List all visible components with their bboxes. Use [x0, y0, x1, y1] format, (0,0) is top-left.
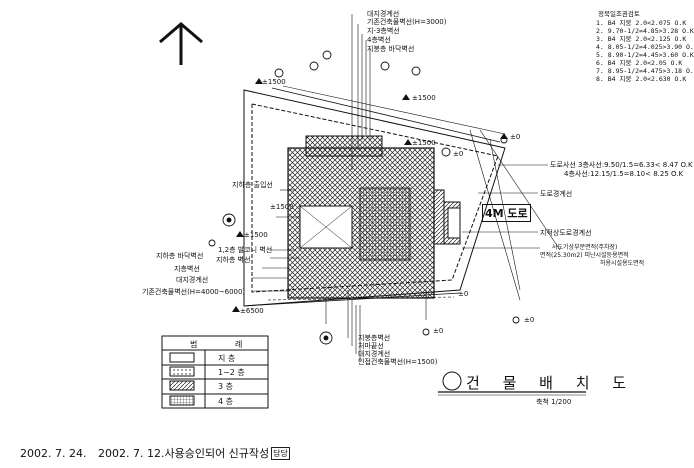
note-road-slant-2: 4층사선:12.15/1.5=8.10< 8.25 O.K: [564, 170, 684, 178]
note-site-boundary-left: 대지경계선: [176, 276, 209, 284]
revision-date-2: 2002. 7. 12.: [97, 447, 165, 460]
road-width-tag: 4M 도로: [482, 204, 531, 222]
note-basement-entry: 지하층 출입선: [232, 181, 273, 189]
legend-header-right: 례: [235, 340, 243, 349]
revision-text: 사용승인되어 신규작성: [164, 447, 270, 460]
north-arrow-icon: [159, 22, 203, 65]
note-adjacent-wall: 인접건축물벽선(H=1500): [358, 358, 438, 366]
title-underline: [438, 371, 586, 396]
elevation-label: ±6500: [240, 307, 264, 315]
approval-stamp: 담당: [271, 447, 290, 460]
note-balcony-wall: 1,2층 발코니 벽선: [218, 246, 273, 254]
elevation-label: ±1500: [270, 203, 294, 211]
legend-row-label: 1~2 층: [218, 368, 245, 377]
note-floor-4-wall: 4층벽선: [367, 36, 391, 44]
note-floor-3-wall: 지-3층벽선: [367, 27, 400, 35]
note-area-value: 면적(25.30m2) 피난시설등용면적: [540, 252, 629, 259]
note-roof-wall-bottom: 지붕층벽선: [358, 334, 391, 342]
note-site-boundary-bottom: 대지경계선: [358, 350, 391, 358]
elevation-label: ±0: [453, 150, 464, 158]
note-setback-line: 지적상도로경계선: [540, 229, 592, 237]
section-markers: [208, 50, 520, 345]
legend-row-label: 3 층: [218, 382, 233, 391]
elevation-label: ±0: [510, 133, 521, 141]
note-site-boundary-top: 대지경계선: [367, 10, 400, 18]
checklist-row-8: 8. B4 지붕 2.0<2.630 O.K: [596, 75, 687, 83]
legend-row-label: 4 층: [218, 397, 233, 406]
note-existing-wall-left: 기존건축물벽선(H=4000~6000): [142, 288, 246, 296]
note-basement-floor: 지하층 바닥벽선: [156, 252, 204, 260]
elevation-label: ±1500: [412, 139, 436, 147]
checklist-row-5: 5. 8.90-1/2=4.45>3.60 O.K: [596, 51, 694, 59]
checklist-row-6: 6. B4 지붕 2.0<2.05 O.K: [596, 59, 683, 67]
legend-header-left: 범: [190, 340, 198, 349]
note-road-boundary: 도로경계선: [540, 190, 573, 198]
elevation-label: ±0: [433, 327, 444, 335]
note-road-slant-1: 도로사선 3층사선:9.50/1.5=6.33< 8.47 O.K: [550, 161, 693, 169]
note-ground-floor-wall: 지층벽선: [174, 265, 200, 273]
note-basement-wall: 지하층 벽선: [216, 256, 251, 264]
elevation-label: ±1500: [412, 94, 436, 102]
elevation-label: ±0: [524, 316, 535, 324]
leader-lines: [252, 14, 561, 361]
drawing-scale: 축척 1/200: [536, 398, 572, 406]
legend-box: [161, 335, 269, 409]
note-roof-wall: 지붕층 바닥벽선: [367, 45, 415, 53]
elevation-markers: [232, 78, 508, 312]
checklist-row-3: 3. B4 지붕 2.0<2.125 O.K: [596, 35, 687, 43]
elevation-label: ±0: [458, 290, 469, 298]
note-eaves-line: 처마끝선: [358, 342, 384, 350]
elevation-label: ±1500: [262, 78, 286, 86]
note-parking-area: 사도기상부분면적(주차장): [552, 244, 618, 251]
elevation-label: ±1500: [244, 231, 268, 239]
checklist-row-4: 4. 8.05-1/2=4.025>3.90 O.K: [596, 43, 694, 51]
checklist-row-1: 1. B4 지붕 2.0<2.075 O.K: [596, 19, 687, 27]
checklist-header: 정북일조권검토: [598, 10, 640, 18]
revision-date-1: 2002. 7. 24.: [20, 447, 87, 460]
checklist-row-7: 7. 8.95-1/2=4.475>3.18 O.K: [596, 67, 694, 75]
checklist-row-2: 2. 9.70-1/2=4.85>3.28 O.K: [596, 27, 694, 35]
drawing-title: 건 물 배 치 도: [466, 374, 636, 392]
building-footprint: [287, 135, 461, 299]
legend-row-label: 지 층: [218, 354, 236, 363]
note-existing-wall-top: 기존건축물벽선(H=3000): [367, 18, 447, 26]
note-permitted-area: 허용시설용도면적: [600, 260, 645, 267]
